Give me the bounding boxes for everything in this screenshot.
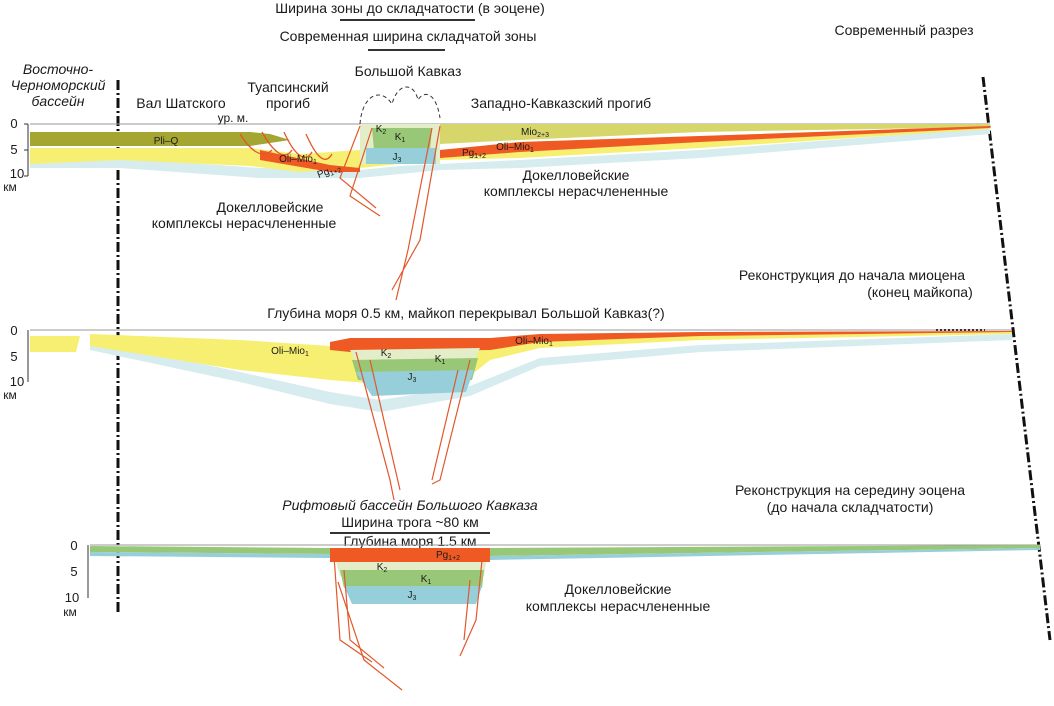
j3-label-2: J3	[408, 372, 417, 384]
section2-note: Глубина моря 0.5 км, майкоп перекрывал Б…	[267, 305, 664, 321]
precallovian-right-label-1: Докелловейские	[523, 167, 630, 183]
k1-block	[372, 128, 432, 150]
mio23-layer	[440, 124, 990, 144]
depth-tick-0: 0	[10, 116, 17, 131]
oli-mio-right-label: Oli–Mio1	[496, 142, 534, 154]
depth-tick-5: 5	[10, 142, 17, 157]
depth-unit: км	[3, 180, 17, 194]
shelf-right-blue-3	[490, 548, 1040, 560]
oli-mio-left-label-2: Oli–Mio1	[271, 346, 309, 358]
rift-basin-title: Рифтовый бассейн Большого Кавказа	[282, 497, 538, 513]
faults-section-3	[333, 555, 483, 691]
k1-label: K1	[395, 132, 406, 144]
oli-mio-left-label: Oli–Mio1	[279, 154, 317, 166]
modern-width-label: Современная ширина складчатой зоны	[280, 28, 537, 44]
pg-left-label: Pg1+2	[316, 162, 343, 182]
shatsky-ridge-label: Вал Шатского	[136, 95, 226, 111]
oli-mio-stub-2	[30, 336, 80, 352]
depth-axis-3: 0 5 10 км	[63, 538, 89, 619]
pg-layer-right	[440, 126, 990, 158]
mio23-label: Mio2+3	[521, 127, 549, 139]
shelf-right-3	[490, 545, 1040, 556]
pg-right-label: Pg1+2	[462, 148, 486, 160]
section3-title-2: (до начала складчатости)	[767, 499, 934, 515]
j3-block-3	[344, 586, 482, 604]
j3-block	[366, 148, 436, 164]
k2-label-3: K2	[377, 562, 388, 574]
k2-label: K2	[376, 124, 387, 136]
right-pin-line	[981, 76, 1052, 641]
section2-title-2: (конец майкопа)	[867, 284, 973, 300]
tuapse-trough-label-2: прогиб	[266, 95, 310, 111]
trough-width-label: Ширина трога ~80 км	[341, 514, 479, 530]
east-black-sea-label-1: Восточно-	[23, 61, 94, 77]
header: Ширина зоны до складчатости (в эоцене) С…	[275, 0, 974, 51]
depth-tick-5-3: 5	[70, 564, 77, 579]
section-3-mid-eocene: Рифтовый бассейн Большого Кавказа Ширина…	[63, 482, 1040, 691]
precallovian-left-label-1: Докелловейские	[217, 199, 324, 215]
tuapse-fold-traces	[239, 131, 333, 160]
basement-layer-2	[90, 334, 1012, 412]
west-caucasus-trough-label: Западно-Кавказский прогиб	[471, 95, 651, 111]
depth-unit-3: км	[63, 605, 77, 619]
shelf-left-blue-3	[90, 552, 330, 558]
pg-layer-left	[260, 150, 360, 172]
tuapse-trough-label-1: Туапсинский	[247, 79, 328, 95]
depth-axis-2: 0 5 10 км	[3, 323, 29, 402]
east-black-sea-label-2: Черноморский	[11, 77, 106, 93]
basement-layer	[30, 128, 990, 178]
sea-depth-label: Глубина моря 1.5 км	[344, 533, 477, 549]
pg-label-3: Pg1+2	[436, 550, 460, 562]
greater-caucasus-label: Большой Кавказ	[355, 63, 462, 79]
depth-tick-10-3: 10	[65, 590, 79, 605]
j3-block-2	[356, 370, 474, 396]
faults-section-1	[339, 125, 441, 301]
precallovian-label-3-2: комплексы нерасчлененные	[526, 598, 711, 614]
eroded-folds	[359, 86, 441, 125]
depth-tick-10: 10	[10, 166, 24, 181]
section2-title-1: Реконструкция до начала миоцена	[739, 267, 965, 283]
j3-label: J3	[393, 152, 402, 164]
precallovian-right-label-2: комплексы нерасчлененные	[484, 183, 669, 199]
oli-mio-right-label-2: Oli–Mio1	[515, 336, 553, 348]
depth-axis-1: 0 5 10 км	[3, 116, 29, 194]
pg-layer-2	[330, 331, 1012, 352]
depth-tick-0-2: 0	[10, 323, 17, 338]
section-1-modern: Восточно- Черноморский бассейн Вал Шатск…	[3, 61, 990, 301]
precallovian-left-label-2: комплексы нерасчлененные	[152, 215, 337, 231]
depth-unit-2: км	[3, 388, 17, 402]
sea-level-label: ур. м.	[218, 111, 249, 125]
section3-title-1: Реконструкция на середину эоцена	[735, 482, 965, 498]
k1-label-3: K1	[421, 574, 432, 586]
k1-block-3	[340, 570, 484, 588]
shelf-left-3	[90, 546, 330, 554]
precallovian-label-3-1: Докелловейские	[565, 581, 672, 597]
depth-tick-10-2: 10	[10, 374, 24, 389]
oli-mio-layer-2	[90, 331, 1012, 384]
k2-label-2: K2	[381, 348, 392, 360]
section-2-pre-miocene: Реконструкция до начала миоцена (конец м…	[3, 267, 1012, 501]
width-before-folding-label: Ширина зоны до складчатости (в эоцене)	[275, 0, 545, 16]
depth-tick-0-3: 0	[70, 538, 77, 553]
j3-label-3: J3	[408, 590, 417, 602]
faults-section-2	[355, 351, 471, 501]
pli-q-layer	[30, 132, 290, 146]
pg-layer-3	[330, 548, 490, 562]
east-black-sea-label-3: бассейн	[32, 93, 85, 109]
depth-tick-5-2: 5	[10, 349, 17, 364]
modern-section-label: Современный разрез	[834, 22, 973, 38]
pli-q-label: Pli–Q	[154, 136, 179, 147]
k1-label-2: K1	[435, 354, 446, 366]
